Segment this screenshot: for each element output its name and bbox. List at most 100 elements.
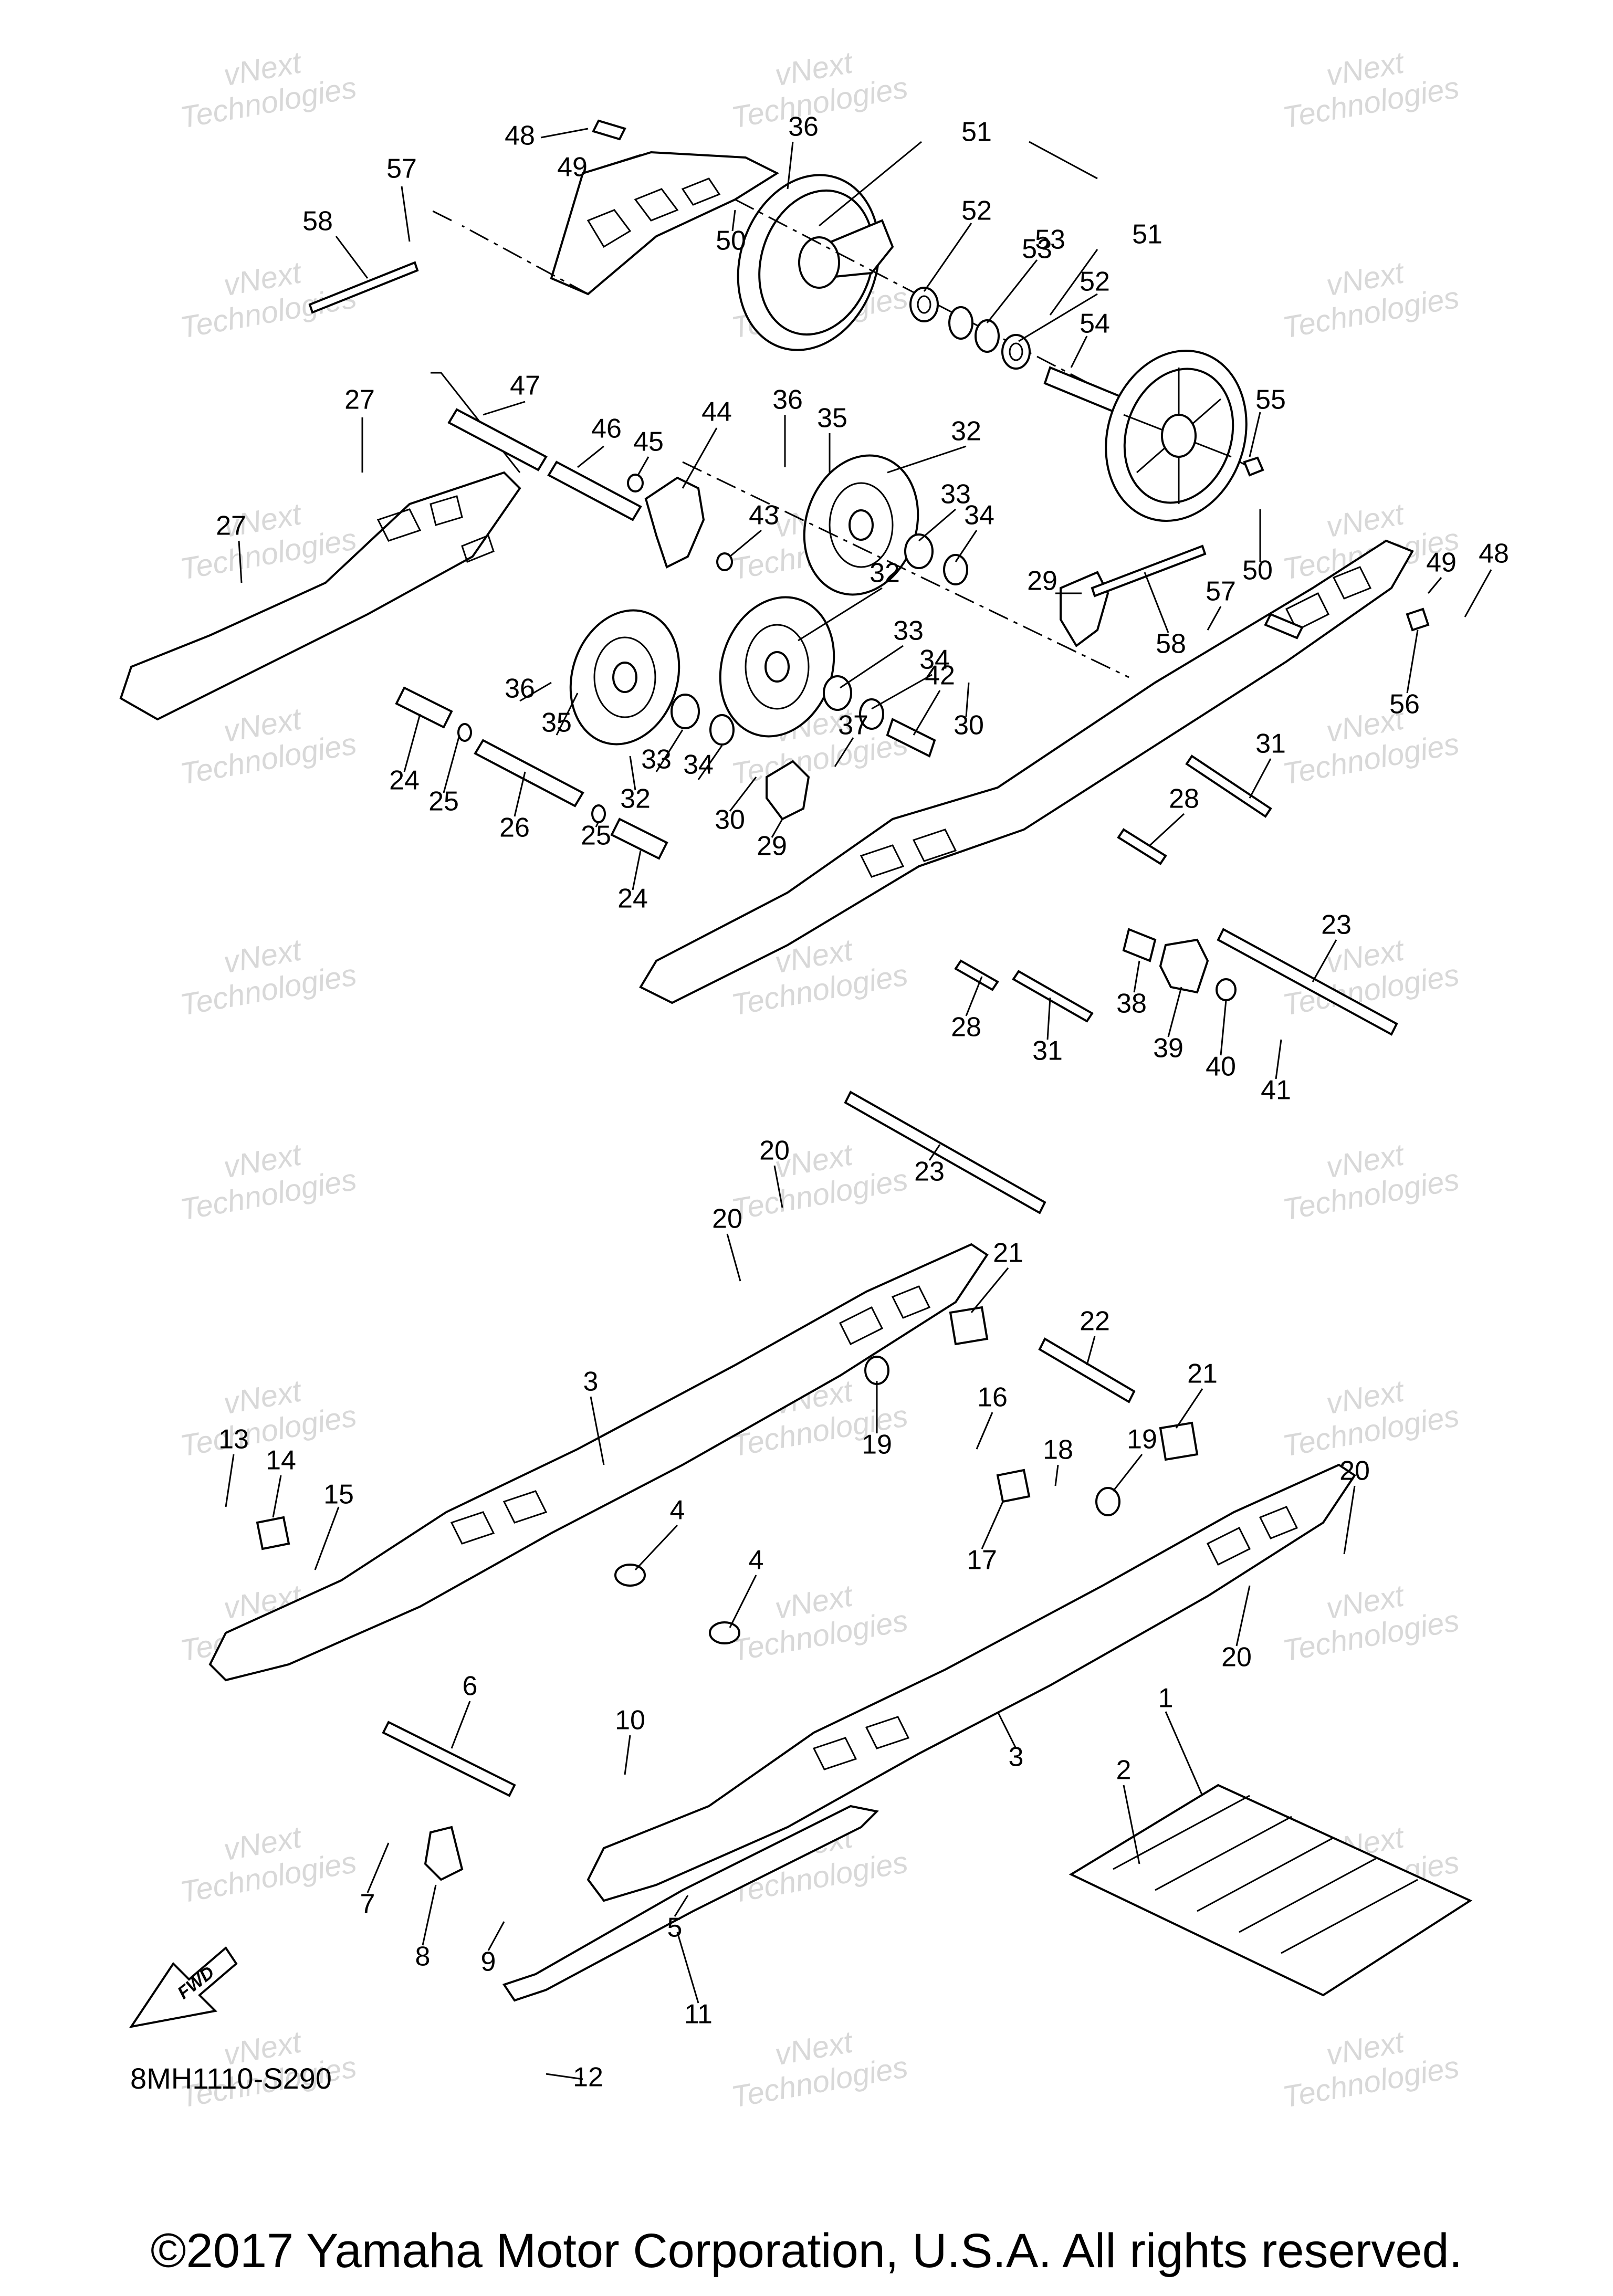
leader-line — [451, 1701, 471, 1749]
leader-line — [595, 154, 641, 170]
callout-c1: 1 — [1158, 1683, 1174, 1714]
leader-line — [1406, 630, 1419, 694]
bolt-45 — [627, 474, 644, 492]
leader-line — [632, 850, 642, 890]
callout-c29b: 29 — [757, 831, 787, 862]
copyright-notice: ©2017 Yamaha Motor Corporation, U.S.A. A… — [151, 2224, 1462, 2278]
callout-c48a: 48 — [505, 121, 535, 151]
ring-53-a — [948, 306, 973, 340]
callout-c54: 54 — [1080, 309, 1110, 339]
leader-line — [729, 777, 757, 812]
bolt-31-upper — [1185, 754, 1272, 818]
bearing-33-mid — [823, 675, 852, 711]
block-14 — [256, 1516, 290, 1550]
right-slide-rail-cutouts — [812, 1506, 1298, 1770]
leader-line — [787, 141, 794, 190]
callout-c24a: 24 — [389, 766, 420, 796]
spacer-24-left — [395, 686, 453, 729]
callout-c31a: 31 — [1255, 729, 1286, 759]
bolt-48-right — [1264, 613, 1304, 639]
callout-c37: 37 — [838, 710, 868, 741]
leader-line — [771, 819, 783, 838]
leader-line — [590, 1396, 605, 1465]
callout-c58a: 58 — [302, 206, 333, 237]
left-upper-rail-cutouts — [376, 495, 495, 563]
spacer-24-right — [610, 817, 668, 860]
bolt-31-lower — [1012, 970, 1094, 1023]
ring-25-left — [457, 723, 472, 742]
leader-line — [637, 456, 650, 476]
leader-line — [965, 976, 983, 1016]
callout-c20a: 20 — [759, 1136, 790, 1166]
block-17 — [996, 1469, 1031, 1503]
leader-line — [422, 1884, 437, 1946]
bolt-28-upper — [1117, 828, 1167, 865]
leader-line — [923, 223, 972, 292]
leader-line — [731, 209, 736, 232]
callout-c23a: 23 — [1321, 910, 1352, 940]
callout-c20d: 20 — [1221, 1642, 1252, 1673]
callout-c8: 8 — [415, 1942, 431, 1972]
bracket-29-lower — [766, 760, 810, 821]
bushing-19-lower — [1095, 1487, 1120, 1516]
callout-c52b: 52 — [1080, 267, 1110, 297]
leader-line — [729, 1575, 757, 1628]
block-39 — [1159, 938, 1209, 994]
bolt-23-lower — [844, 1091, 1046, 1214]
leader-line — [1175, 1388, 1203, 1429]
block-56 — [1406, 607, 1430, 632]
leader-line — [726, 1233, 741, 1282]
leader-line — [674, 1895, 689, 1917]
callout-c51a: 51 — [961, 117, 992, 148]
leader-line — [577, 445, 604, 468]
callout-c39: 39 — [1153, 1033, 1183, 1064]
leader-line — [335, 236, 369, 279]
callout-c33a: 33 — [940, 479, 971, 510]
leader-line — [483, 401, 526, 416]
bearing-33-left — [671, 694, 700, 729]
leader-line — [546, 2073, 583, 2080]
callout-c49b: 49 — [1426, 548, 1457, 578]
leader-line — [840, 645, 904, 689]
callout-c26: 26 — [499, 813, 530, 843]
callout-c23b: 23 — [914, 1157, 945, 1187]
leader-line — [238, 540, 243, 583]
callout-c33b: 33 — [893, 616, 924, 646]
callout-c28a: 28 — [1169, 784, 1199, 814]
callout-c16: 16 — [977, 1382, 1008, 1413]
leader-line — [514, 771, 526, 817]
shaft-26 — [474, 739, 584, 808]
leader-line — [965, 682, 970, 717]
mid-idler-wheel-left — [569, 609, 680, 746]
ring-43 — [716, 552, 733, 571]
callout-c57b: 57 — [1206, 576, 1236, 607]
callout-c12: 12 — [573, 2062, 603, 2093]
callout-c4a: 4 — [670, 1495, 685, 1526]
callout-c28b: 28 — [951, 1012, 981, 1043]
leader-line — [272, 1475, 282, 1518]
callout-c5: 5 — [667, 1913, 683, 1943]
callout-c30b: 30 — [715, 805, 745, 835]
leader-line — [1235, 1585, 1251, 1647]
ring-34-upper — [943, 554, 968, 585]
track-section-1 — [1069, 1784, 1473, 1997]
callout-c18: 18 — [1043, 1435, 1073, 1465]
leader-line — [487, 1921, 505, 1951]
callout-c58b: 58 — [1156, 629, 1186, 659]
leader-line — [1249, 412, 1261, 457]
leader-line — [819, 141, 922, 227]
bolt-28-lower — [954, 959, 999, 991]
leader-line — [1046, 997, 1051, 1040]
callout-c50b: 50 — [1242, 555, 1273, 586]
hyfax-slide-11 — [502, 1805, 879, 2002]
ring-25-right — [591, 804, 606, 823]
diagram-code: 8MH1110-S290 — [130, 2062, 332, 2095]
callout-c29a: 29 — [1027, 566, 1057, 596]
leader-line — [1018, 293, 1098, 342]
ring-53-b — [975, 319, 1000, 353]
callout-c44: 44 — [701, 397, 732, 427]
left-slide-rail — [208, 1243, 989, 1682]
leader-line — [655, 729, 684, 772]
left-upper-side-rail — [119, 471, 521, 721]
